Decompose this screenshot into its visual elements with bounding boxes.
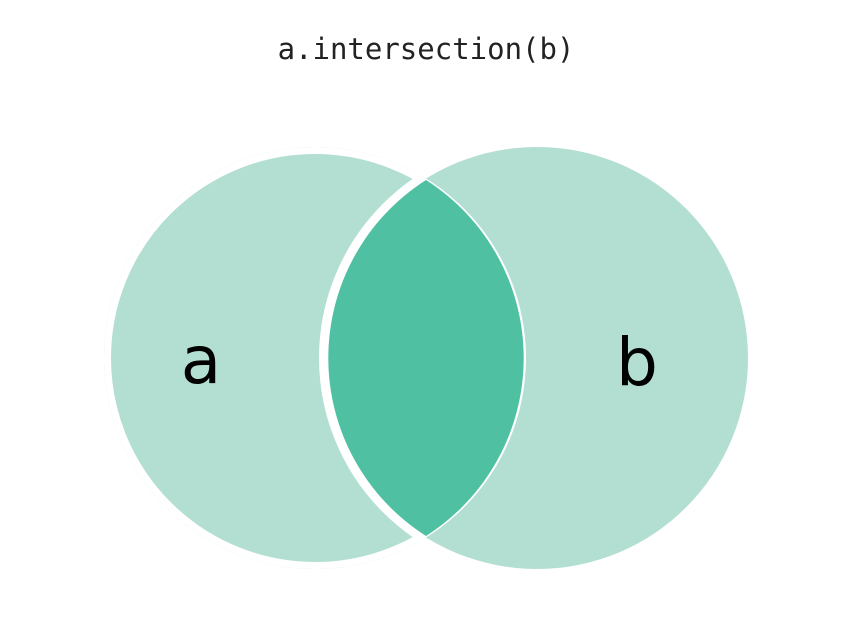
diagram-title: a.intersection(b): [278, 32, 575, 66]
set-b-label: b: [616, 324, 658, 401]
intersection-region: [328, 180, 524, 536]
intersection-border-left: [319, 147, 526, 569]
set-a-label: a: [181, 322, 221, 399]
